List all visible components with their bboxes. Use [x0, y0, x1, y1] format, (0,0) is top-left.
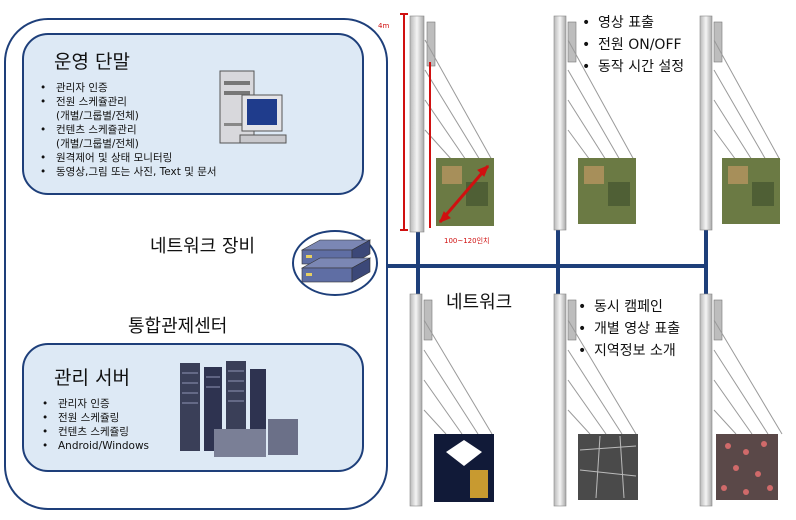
- feature-item: 전원 스케쥴링: [42, 411, 149, 425]
- height-dimension-label: 4m: [378, 22, 390, 30]
- feature-item: 동영상,그림 또는 사진, Text 및 문서: [40, 165, 216, 179]
- pole-bottom-3: [699, 293, 783, 507]
- feature-note: • 동시 캠페인: [578, 296, 680, 318]
- pole-bottom-1: [409, 293, 494, 507]
- feature-item: (개별/그룹별/전체): [56, 110, 139, 122]
- feature-note-text: 동작 시간 설정: [598, 59, 685, 75]
- server-feature-list: 관리자 인증전원 스케쥴링컨텐츠 스케쥴링Android/Windows: [42, 397, 149, 453]
- feature-note: • 영상 표출: [582, 12, 684, 34]
- bullet-icon: •: [578, 321, 587, 337]
- feature-item: 원격제어 및 상태 모니터링: [40, 151, 217, 165]
- bullet-icon: •: [582, 15, 591, 31]
- feature-note: • 개별 영상 표출: [578, 318, 681, 340]
- terminal-feature-list: 관리자 인증전원 스케쥴관리(개별/그룹별/전체)컨텐츠 스케쥴관리(개별/그룹…: [40, 81, 217, 179]
- feature-note-text: 전원 ON/OFF: [598, 37, 682, 53]
- feature-note-text: 영상 표출: [598, 15, 654, 31]
- server-rack-icon: [180, 361, 298, 457]
- management-server-panel: 관리 서버 관리자 인증전원 스케쥴링컨텐츠 스케쥴링Android/Windo…: [22, 343, 364, 472]
- feature-note: • 전원 ON/OFF: [582, 34, 684, 56]
- network-device-icon: [292, 230, 378, 296]
- network-label: 네트워크: [446, 292, 513, 313]
- server-title: 관리 서버: [54, 367, 130, 389]
- pole-top-3: [699, 15, 781, 231]
- feature-item: (개별/그룹별/전체): [56, 138, 139, 150]
- width-dimension-label: 100~120인치: [444, 237, 490, 245]
- feature-item: 관리자 인증: [42, 397, 149, 411]
- feature-item: 전원 스케쥴관리: [40, 95, 217, 109]
- control-center-label: 통합관제센터: [128, 316, 228, 337]
- pole-top-1: [409, 15, 494, 233]
- bullet-icon: •: [578, 343, 587, 359]
- feature-note-text: 동시 캠페인: [594, 299, 663, 315]
- feature-item: 관리자 인증: [40, 81, 217, 95]
- operation-terminal-panel: 운영 단말 관리자 인증전원 스케쥴관리(개별/그룹별/전체)컨텐츠 스케쥴관리…: [22, 33, 364, 195]
- bullet-icon: •: [578, 299, 587, 315]
- feature-note: • 동작 시간 설정: [582, 56, 685, 78]
- bullet-icon: •: [582, 59, 591, 75]
- feature-item: 컨텐츠 스케쥴링: [42, 425, 149, 439]
- feature-note: • 지역정보 소개: [578, 340, 680, 362]
- pole-top-2: [553, 15, 636, 231]
- features-top: • 영상 표출 • 전원 ON/OFF • 동작 시간 설정: [582, 12, 685, 78]
- feature-note-text: 지역정보 소개: [594, 343, 676, 359]
- features-bottom: • 동시 캠페인 • 개별 영상 표출 • 지역정보 소개: [578, 296, 681, 362]
- computer-icon: [219, 70, 287, 144]
- feature-item: Android/Windows: [42, 439, 149, 453]
- feature-item: 컨텐츠 스케쥴관리: [40, 123, 217, 137]
- network-device-label: 네트워크 장비: [150, 236, 256, 257]
- feature-note-text: 개별 영상 표출: [594, 321, 681, 337]
- bullet-icon: •: [582, 37, 591, 53]
- dimension-markers: [400, 13, 490, 231]
- terminal-title: 운영 단말: [54, 51, 130, 73]
- pole-bottom-2: [553, 293, 638, 507]
